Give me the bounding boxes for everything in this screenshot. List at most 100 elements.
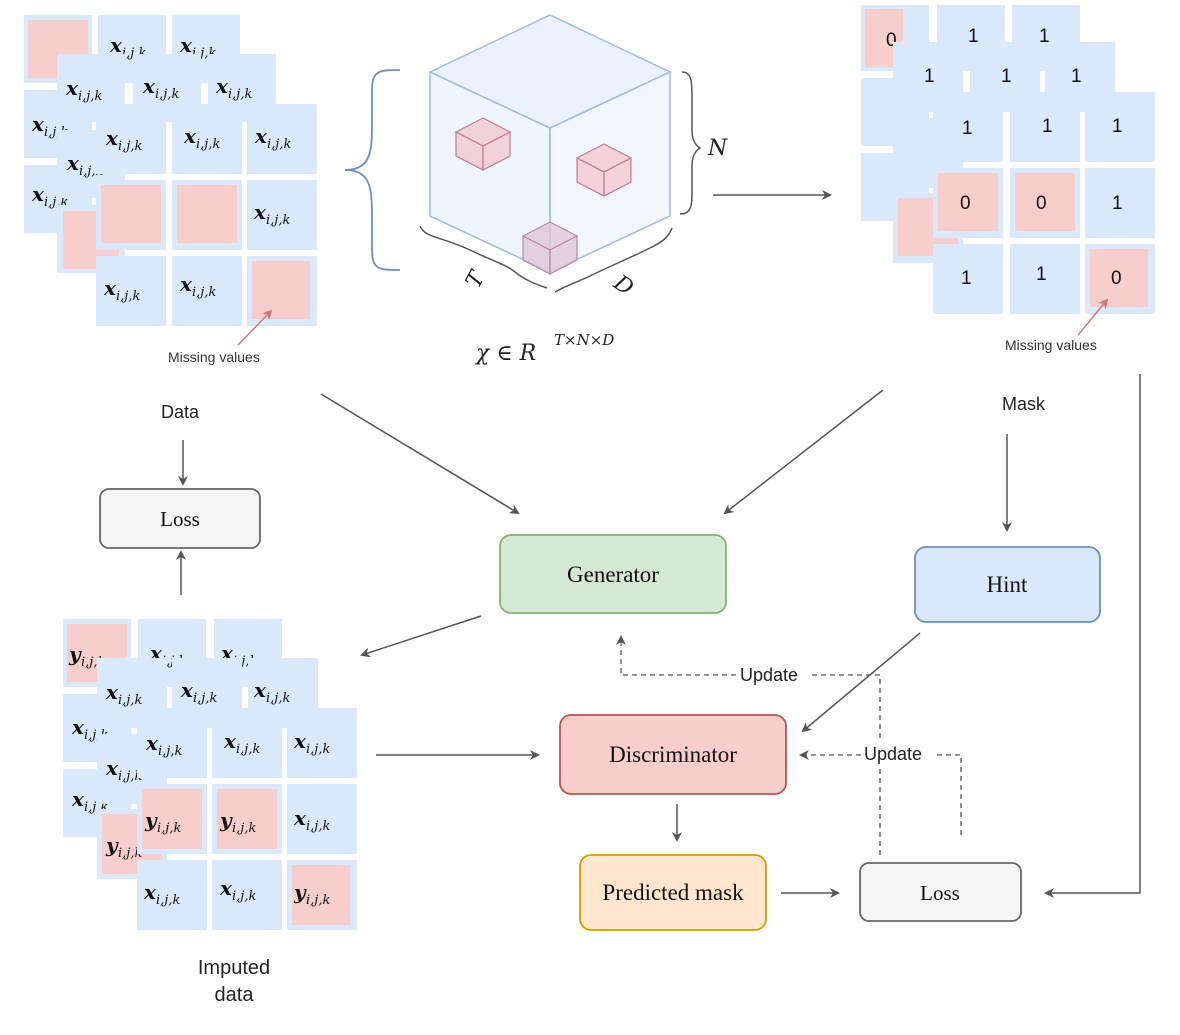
axis-t-label: T (461, 266, 491, 293)
svg-text:i,j,k: i,j,k (78, 89, 102, 104)
svg-text:y: y (105, 833, 119, 857)
missing-values-label-left: Missing values (168, 349, 260, 365)
arrow-data-to-generator (320, 393, 520, 515)
missing-subcube (454, 117, 512, 171)
svg-text:x: x (66, 151, 80, 175)
mask-value: 1 (961, 268, 972, 289)
svg-text:i,j,k: i,j,k (116, 289, 140, 304)
svg-text:i,j,k: i,j,k (266, 213, 290, 228)
update-label-generator: Update (740, 665, 798, 685)
svg-text:i,j,k: i,j,k (266, 691, 290, 706)
update-arrow-discriminator (799, 750, 962, 835)
tensor-formula: χ ∈ R T×N×D (474, 331, 614, 366)
mask-value: 1 (968, 26, 979, 47)
arrow-hint-to-discriminator (801, 632, 921, 733)
svg-text:Discriminator: Discriminator (609, 742, 737, 767)
svg-text:x: x (31, 182, 45, 206)
mask-value: 0 (886, 30, 897, 51)
mask-value: 1 (1071, 66, 1082, 87)
missing-values-label-right: Missing values (1005, 337, 1097, 353)
svg-text:x: x (65, 76, 79, 100)
mask-value: 1 (1042, 116, 1053, 137)
arrow-mask-to-generator (723, 389, 884, 515)
svg-text:i,j,k: i,j,k (196, 137, 220, 152)
svg-text:i,j,k: i,j,k (157, 821, 181, 836)
mask-label: Mask (1002, 394, 1046, 414)
mask-value: 1 (924, 66, 935, 87)
imputed-data-label-line2: data (215, 984, 255, 1006)
svg-text:x: x (142, 74, 156, 98)
svg-text:i,j,k: i,j,k (192, 285, 216, 300)
svg-text:x: x (253, 200, 267, 224)
svg-text:i,j,k: i,j,k (232, 889, 256, 904)
svg-text:i,j,k: i,j,k (118, 693, 142, 708)
svg-text:Predicted mask: Predicted mask (602, 880, 744, 905)
svg-text:i,j,k: i,j,k (118, 139, 142, 154)
mask-value: 0 (960, 193, 971, 214)
mask-value: 1 (962, 118, 973, 139)
svg-text:i,j,k: i,j,k (158, 744, 182, 759)
generator-box: Generator (499, 534, 727, 614)
svg-text:y: y (293, 880, 307, 904)
imputed-data-stack: yi,j,k xi,j,k xi,j,k xi,j,k xi,j,k xi,j,… (63, 619, 357, 1006)
data-label: Data (161, 402, 200, 422)
svg-text:Generator: Generator (567, 562, 659, 587)
svg-text:x: x (71, 787, 85, 811)
mask-value: 1 (1039, 26, 1050, 47)
svg-text:i,j,k: i,j,k (306, 819, 330, 834)
svg-text:x: x (31, 112, 45, 136)
svg-text:χ ∈ R: χ ∈ R (474, 341, 536, 366)
mask-layer-front: 1 1 1 0 0 1 1 1 0 (933, 92, 1155, 314)
svg-text:x: x (71, 715, 85, 739)
loss-box-bottom: Loss (859, 862, 1022, 922)
svg-text:y: y (144, 808, 158, 832)
svg-text:x: x (143, 880, 157, 904)
svg-text:i,j,k: i,j,k (156, 893, 180, 908)
svg-text:i,j,k: i,j,k (118, 769, 142, 784)
svg-text:i,j,k: i,j,k (118, 846, 142, 861)
mask-value: 0 (1036, 193, 1047, 214)
svg-text:x: x (293, 806, 307, 830)
mask-value: 1 (1036, 264, 1047, 285)
svg-text:i,j,k: i,j,k (306, 893, 330, 908)
mask-layer-middle: 1 1 1 (893, 42, 1115, 263)
missing-subcube (575, 143, 633, 197)
svg-text:i,j,k: i,j,k (236, 742, 260, 757)
missing-values-pointer-right (1077, 298, 1109, 336)
svg-text:y: y (219, 808, 233, 832)
predicted-mask-box: Predicted mask (579, 854, 767, 931)
hint-box: Hint (914, 546, 1101, 623)
svg-text:i,j,k: i,j,k (193, 691, 217, 706)
svg-text:y: y (68, 642, 82, 666)
mask-value: 1 (1112, 116, 1123, 137)
imputed-data-label-line1: Imputed (198, 957, 270, 979)
svg-text:x: x (219, 876, 233, 900)
mask-stack: 0 1 1 1 1 1 1 (861, 5, 1155, 353)
svg-text:Loss: Loss (920, 881, 960, 905)
axis-d-label: D (608, 270, 638, 301)
